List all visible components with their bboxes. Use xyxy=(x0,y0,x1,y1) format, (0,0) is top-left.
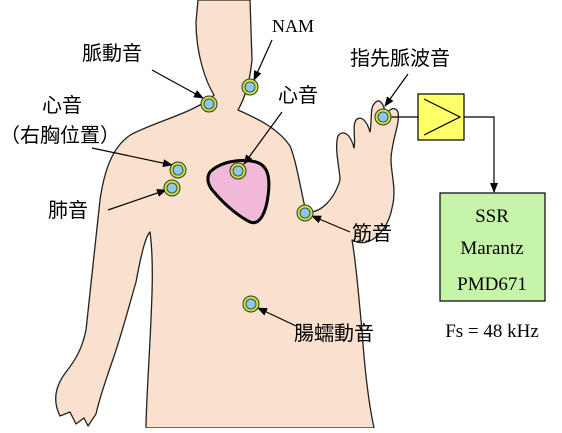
recorder-line-2: Marantz xyxy=(460,238,523,259)
sensor-muscle xyxy=(297,205,313,221)
label-heart-right-chest-sub: （右胸位置） xyxy=(0,123,120,147)
sampling-rate-label: Fs = 48 kHz xyxy=(445,321,539,342)
sensor-nam xyxy=(242,79,258,95)
label-bowel: 腸蠕動音 xyxy=(294,321,374,345)
amplifier-block xyxy=(418,94,464,140)
label-heart: 心音 xyxy=(278,83,318,107)
recorder-line-1: SSR xyxy=(475,206,509,227)
label-muscle: 筋音 xyxy=(352,221,392,245)
sensor-fingertip xyxy=(375,109,391,125)
label-lung: 肺音 xyxy=(48,198,88,222)
sensor-heart xyxy=(230,163,246,179)
recorder-line-3: PMD671 xyxy=(457,274,527,295)
label-pulse-neck: 脈動音 xyxy=(82,41,142,65)
label-nam: NAM xyxy=(272,16,314,36)
label-heart-right-chest-title: 心音 xyxy=(42,93,82,117)
sensor-bowel xyxy=(243,296,259,312)
label-fingertip: 指先脈波音 xyxy=(350,46,450,70)
sensor-pulse-neck xyxy=(201,96,217,112)
sensor-lung xyxy=(164,180,180,196)
sensor-heart-right-chest xyxy=(170,162,186,178)
